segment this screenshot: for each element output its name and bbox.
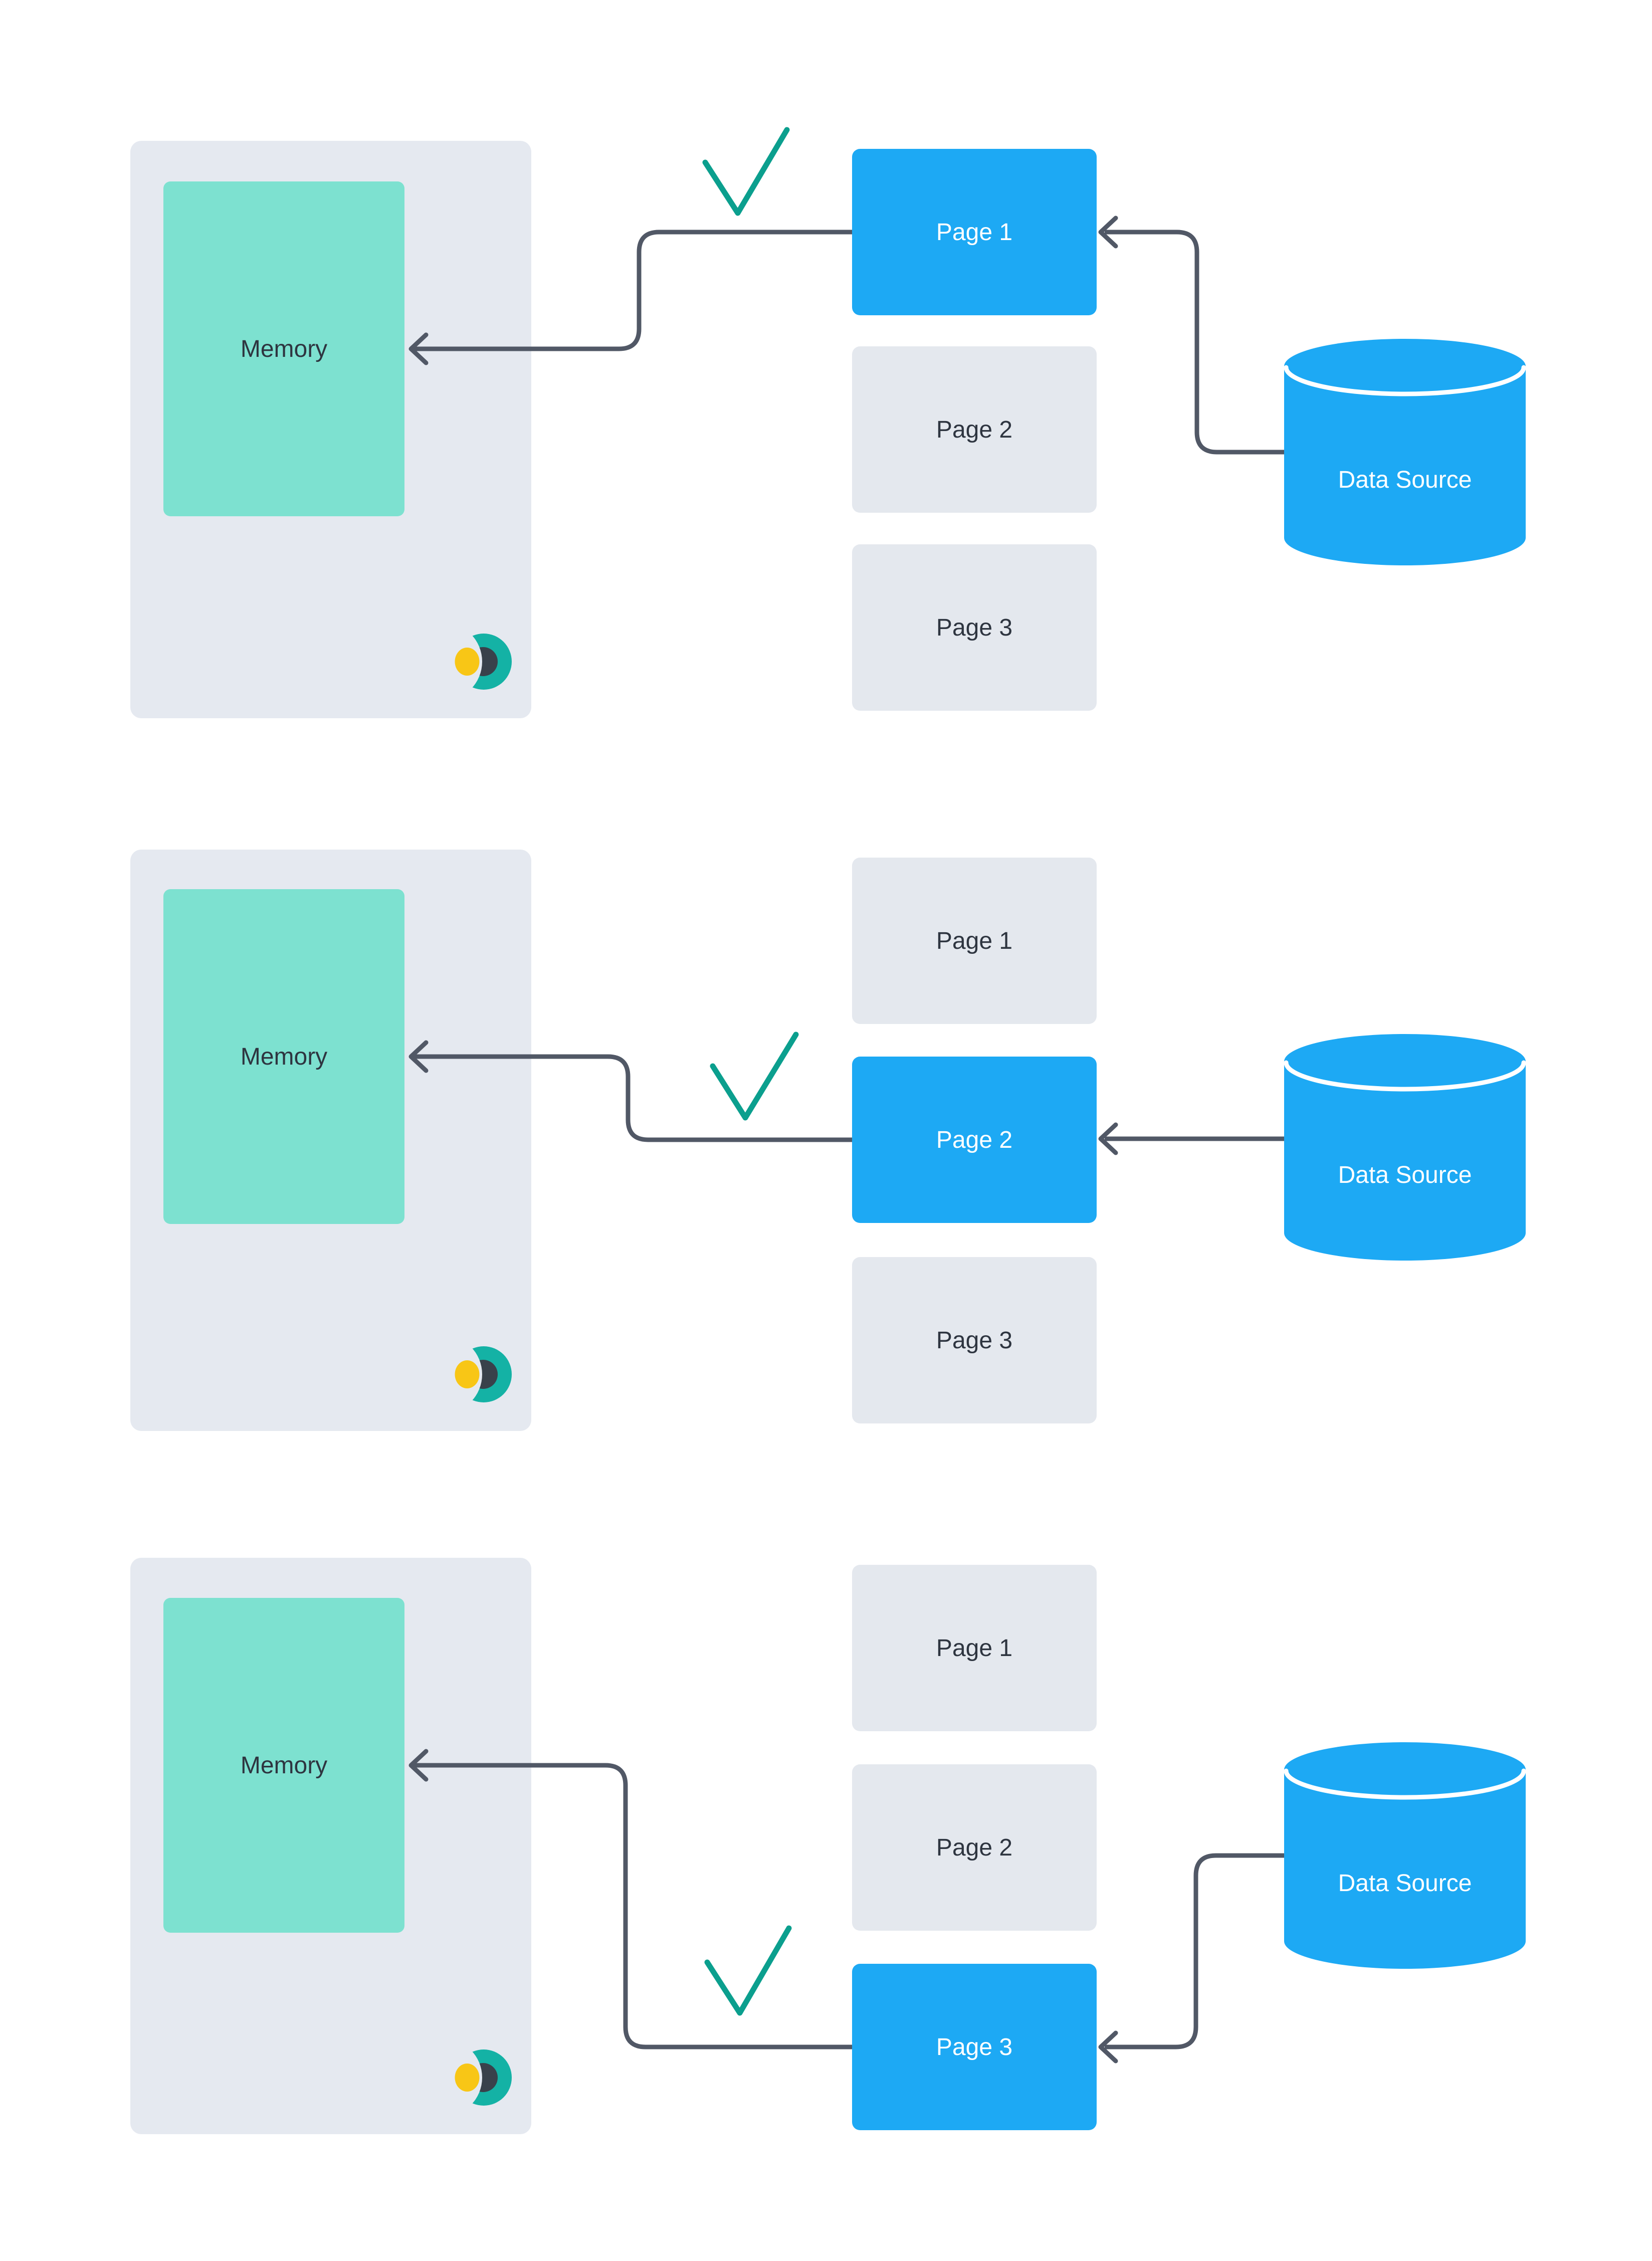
- page-label: Page 1: [936, 927, 1013, 954]
- page-box-1-2: Page 2: [852, 346, 1097, 513]
- page-box-3-3: Page 3: [852, 1964, 1097, 2130]
- data-source-3: Data Source: [1284, 1742, 1526, 1969]
- data-source-label: Data Source: [1338, 1161, 1472, 1188]
- checkmark-icon: [710, 1032, 799, 1121]
- memory-box-3: Memory: [163, 1598, 404, 1933]
- arrow-datasource-to-page3: [1105, 1853, 1284, 2049]
- page-box-2-2: Page 2: [852, 1057, 1097, 1223]
- page-label: Page 3: [936, 2033, 1013, 2061]
- crescent-logo-icon: [454, 1343, 512, 1405]
- checkmark-icon: [702, 127, 790, 216]
- page-label: Page 2: [936, 416, 1013, 443]
- data-source-1: Data Source: [1284, 339, 1526, 565]
- memory-label: Memory: [240, 1752, 328, 1779]
- page-label: Page 1: [936, 1634, 1013, 1662]
- arrow-datasource-to-page1: [1105, 230, 1284, 455]
- page-label: Page 1: [936, 219, 1013, 246]
- data-source-label: Data Source: [1338, 1870, 1472, 1897]
- page-label: Page 3: [936, 1327, 1013, 1354]
- left-chevron-arrowhead: [1098, 216, 1118, 249]
- page-box-2-3: Page 3: [852, 1257, 1097, 1423]
- memory-label: Memory: [240, 335, 328, 362]
- memory-box-1: Memory: [163, 181, 404, 516]
- database-cylinder-icon: [1284, 1742, 1526, 1969]
- database-cylinder-icon: [1284, 339, 1526, 565]
- crescent-logo-icon: [454, 2046, 512, 2109]
- database-cylinder-icon: [1284, 1034, 1526, 1261]
- left-chevron-arrowhead: [1098, 2030, 1118, 2064]
- memory-box-2: Memory: [163, 889, 404, 1224]
- page-box-1-3: Page 3: [852, 544, 1097, 711]
- left-chevron-arrowhead: [1098, 1122, 1118, 1155]
- page-box-1-1: Page 1: [852, 149, 1097, 315]
- checkmark-icon: [704, 1925, 792, 2016]
- page-box-2-1: Page 1: [852, 858, 1097, 1024]
- data-source-label: Data Source: [1338, 466, 1472, 493]
- page-box-3-1: Page 1: [852, 1565, 1097, 1731]
- page-label: Page 2: [936, 1834, 1013, 1861]
- crescent-logo-icon: [454, 631, 512, 693]
- page-label: Page 2: [936, 1126, 1013, 1153]
- memory-label: Memory: [240, 1043, 328, 1070]
- page-label: Page 3: [936, 614, 1013, 641]
- page-box-3-2: Page 2: [852, 1764, 1097, 1931]
- data-source-2: Data Source: [1284, 1034, 1526, 1261]
